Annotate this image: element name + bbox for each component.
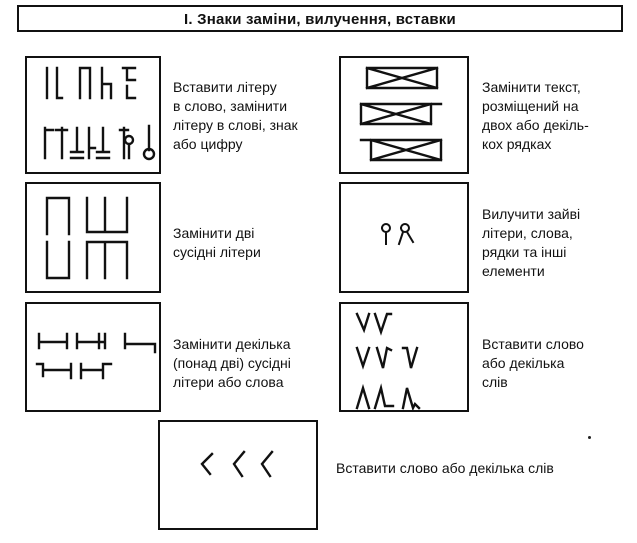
symbol-box-insert-letter: [25, 56, 161, 174]
horizontal-bracket-marks-icon: [35, 332, 157, 380]
section-header: І. Знаки заміни, вилучення, вставки: [17, 5, 623, 32]
description-insert-words: Вставити слово або декілька слів: [336, 460, 554, 476]
symbol-box-delete: [339, 182, 469, 293]
crossed-out-lines-marks-icon: [359, 66, 443, 162]
delete-loop-marks-icon: [380, 223, 415, 246]
description-replace-several: Замінити декілька (понад дві) сусідні лі…: [173, 336, 291, 390]
symbol-box-insert-words: [158, 420, 318, 530]
description-delete: Вилучити зайві літери, слова, рядки та і…: [482, 206, 581, 279]
symbol-box-swap-two: [25, 182, 161, 293]
description-swap-two: Замінити дві сусідні літери: [173, 225, 261, 260]
angle-insert-marks-icon: [200, 450, 274, 478]
caret-insert-marks-icon: [355, 312, 421, 412]
symbol-box-replace-text: [339, 56, 469, 174]
description-insert-letter: Вставити літеру в слово, замінити літеру…: [173, 79, 298, 152]
description-insert-word: Вставити слово або декілька слів: [482, 336, 584, 390]
speck-mark: [588, 436, 591, 439]
insert-replace-letter-marks-icon: [43, 66, 156, 161]
symbol-box-replace-several: [25, 302, 161, 412]
description-replace-text: Замінити текст, розміщений на двох або д…: [482, 79, 589, 152]
symbol-box-insert-word: [339, 302, 469, 412]
section-title: І. Знаки заміни, вилучення, вставки: [184, 11, 456, 28]
bracket-pair-marks-icon: [45, 196, 129, 280]
